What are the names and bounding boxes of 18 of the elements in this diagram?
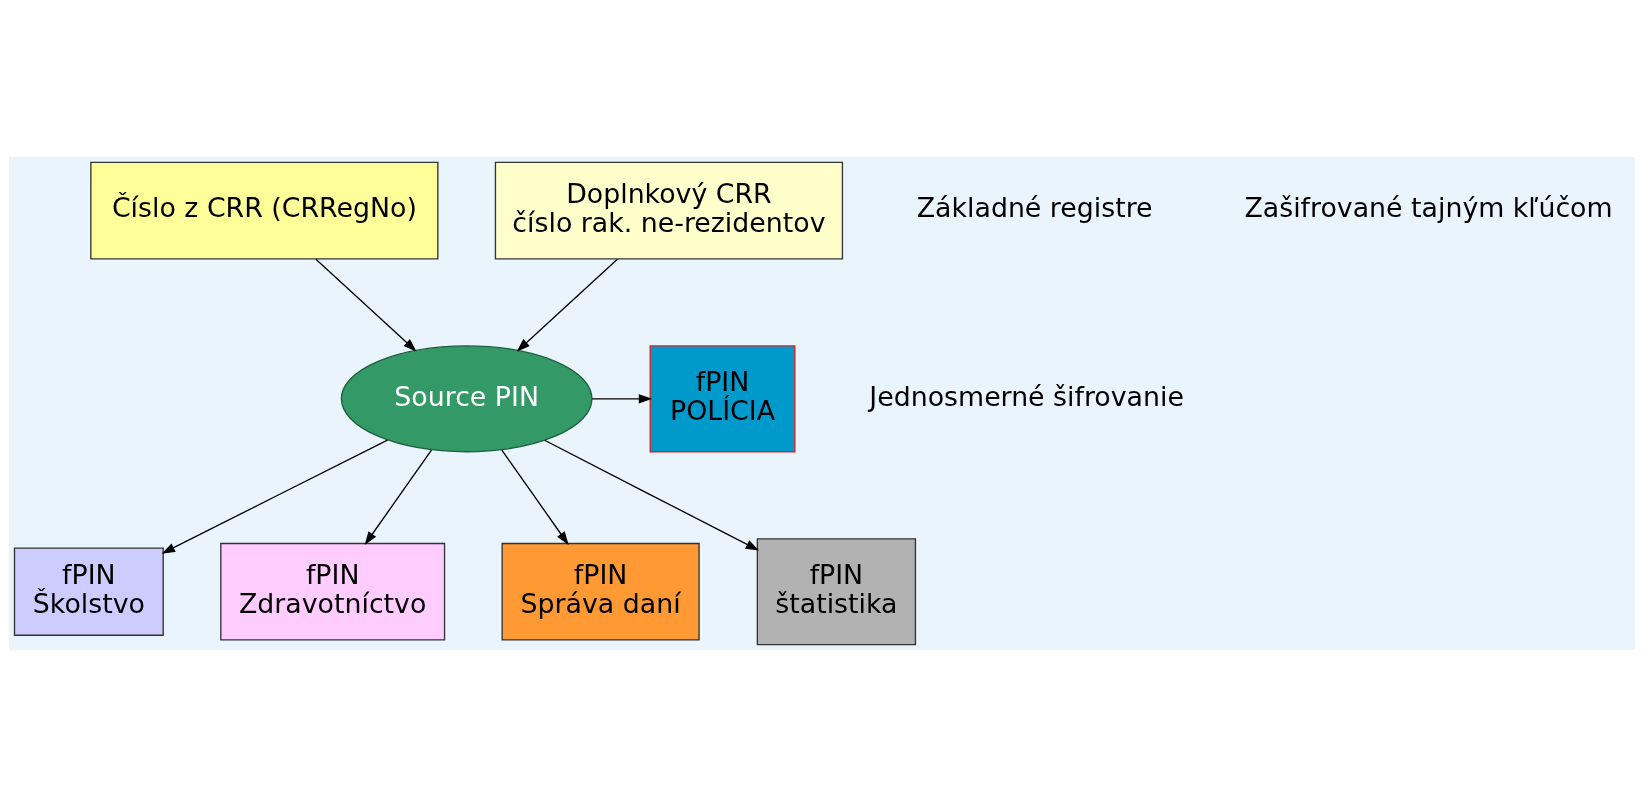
node-box: fPIN Zdravotníctvo bbox=[220, 542, 446, 641]
arrow bbox=[591, 394, 653, 404]
label: Základné registre bbox=[916, 192, 1153, 224]
node-box: Doplnkový CRR číslo rak. ne-rezidentov bbox=[494, 161, 844, 260]
arrow bbox=[364, 449, 433, 545]
label: Jednosmerné šifrovanie bbox=[869, 380, 1184, 412]
arrow bbox=[315, 258, 417, 352]
node-box: fPIN Školstvo bbox=[13, 547, 164, 636]
node-box: fPIN štatistika bbox=[756, 538, 917, 646]
arrow bbox=[543, 439, 760, 551]
node-ellipse: Source PIN bbox=[340, 345, 593, 453]
node-box: fPIN POLÍCIA bbox=[649, 345, 796, 453]
label: Zašifrované tajným kľúčom bbox=[1244, 192, 1613, 224]
node-box: fPIN Správa daní bbox=[501, 542, 700, 641]
arrow bbox=[516, 258, 619, 352]
node-box: Číslo z CRR (CRRegNo) bbox=[90, 161, 439, 260]
arrow bbox=[501, 449, 569, 545]
arrow bbox=[161, 439, 389, 554]
